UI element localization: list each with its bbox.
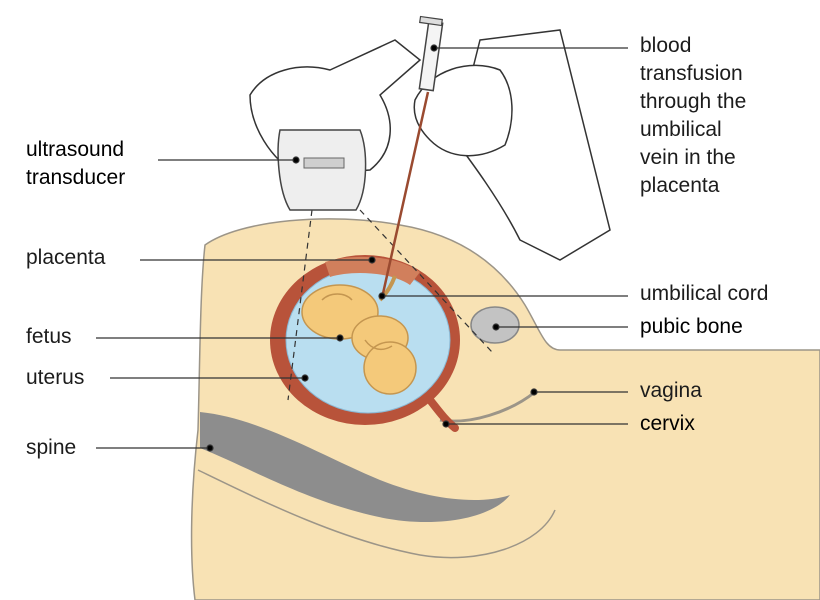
label-cervix: cervix [640, 412, 695, 435]
label-placenta: placenta [26, 246, 106, 269]
label-uterus: uterus [26, 366, 85, 389]
buttock-outline [197, 469, 556, 559]
needle [380, 91, 430, 299]
transducer-body [277, 129, 367, 211]
label-ultrasound-transducer: ultrasound transducer [26, 138, 126, 189]
right-glove [413, 64, 513, 157]
label-blood-transfusion: blood transfusion through the umbilical … [640, 34, 747, 197]
ultrasound-beam-left [287, 209, 313, 401]
label-pubic-bone: pubic bone [640, 315, 743, 338]
spine-bone [200, 412, 510, 523]
syringe [418, 15, 444, 92]
cervix-shape [426, 396, 459, 432]
label-fetus: fetus [26, 325, 72, 348]
label-vagina: vagina [640, 379, 702, 402]
label-spine: spine [26, 436, 77, 459]
label-umbilical-cord: umbilical cord [640, 282, 769, 305]
transducer-window [303, 157, 345, 169]
